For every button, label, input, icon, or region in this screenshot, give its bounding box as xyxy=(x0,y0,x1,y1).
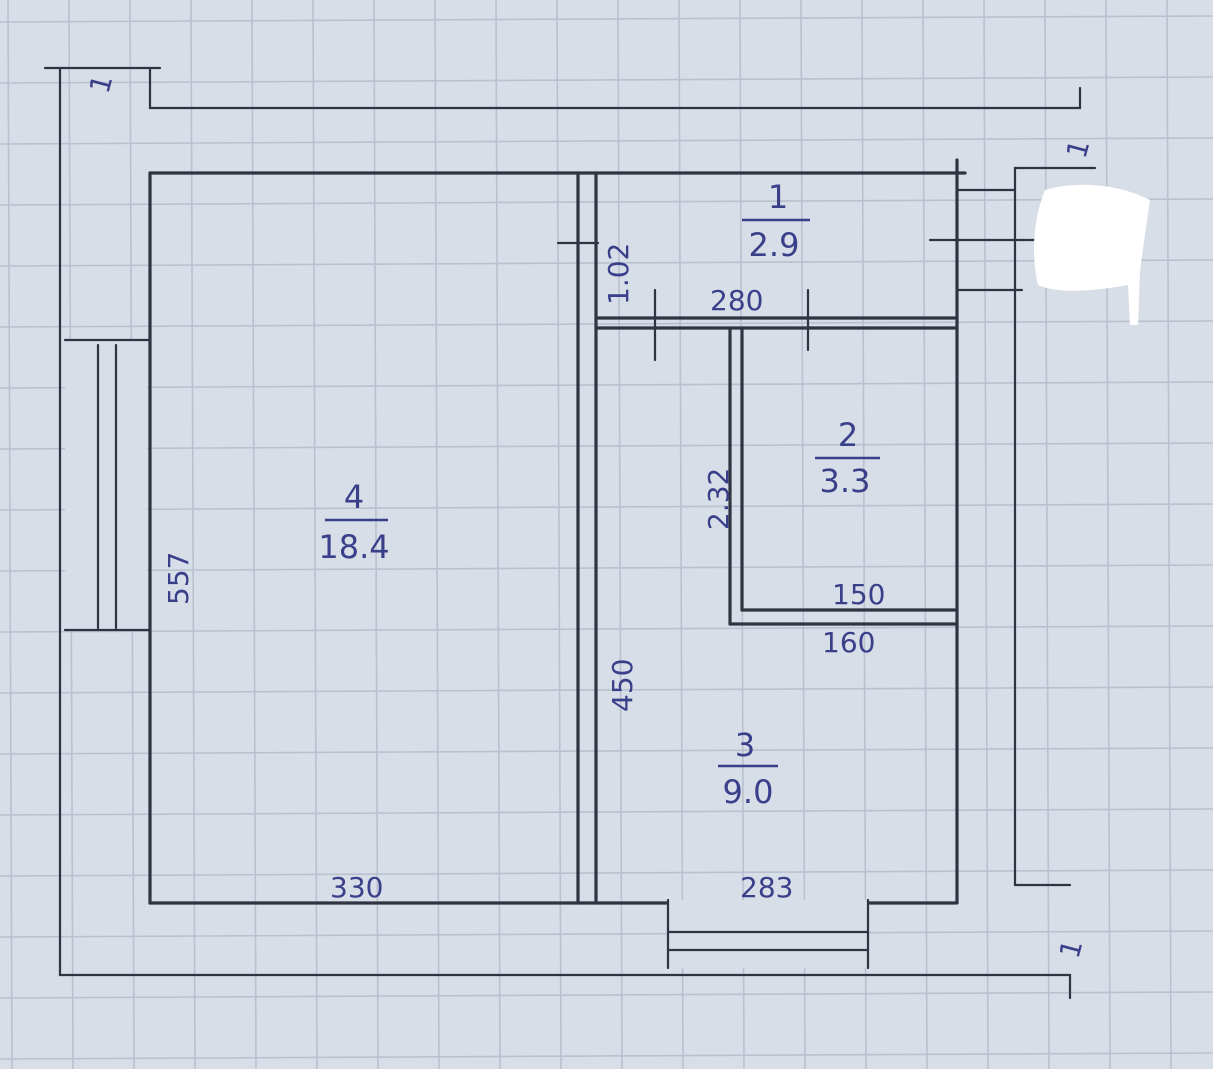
grid-line-horizontal xyxy=(0,869,1213,877)
room-2-number: 2 xyxy=(838,416,858,454)
grid-line-horizontal xyxy=(0,686,1213,694)
section-mark-left-top: 1 xyxy=(83,71,119,97)
grid-line-vertical xyxy=(617,0,623,1069)
grid-line-vertical xyxy=(495,0,501,1069)
left-window xyxy=(63,338,152,632)
grid-line-vertical xyxy=(1105,0,1111,1069)
grid-line-vertical xyxy=(251,0,257,1069)
grid-line-horizontal xyxy=(0,198,1213,206)
bottom-boundary-line xyxy=(58,66,1072,1000)
room-2-area: 3.3 xyxy=(820,462,871,500)
room-1-area: 2.9 xyxy=(749,226,800,264)
grid-line-horizontal xyxy=(0,564,1213,572)
grid-line-horizontal xyxy=(0,442,1213,450)
grid-line-vertical xyxy=(1044,0,1050,1069)
grid-line-horizontal xyxy=(0,1052,1213,1060)
dim-330: 330 xyxy=(330,871,383,904)
grid-line-vertical xyxy=(983,0,989,1069)
grid-line-horizontal xyxy=(0,930,1213,938)
right-boundary-line xyxy=(1013,166,1097,887)
room-1-label: 1 2.9 xyxy=(742,178,810,264)
grid-line-vertical xyxy=(312,0,318,1069)
room-1-number: 1 xyxy=(768,178,788,216)
dim-160: 160 xyxy=(822,626,875,659)
right-entrance-lines xyxy=(928,188,1042,292)
dim-2-32: 2.32 xyxy=(702,468,735,530)
grid-line-horizontal xyxy=(0,15,1213,23)
room-4-label: 4 18.4 xyxy=(318,478,389,566)
grid-line-vertical xyxy=(556,0,562,1069)
partitions xyxy=(576,171,959,905)
outer-boundary xyxy=(43,66,1097,1000)
dim-283: 283 xyxy=(740,871,793,904)
grid-line-horizontal xyxy=(0,808,1213,816)
dim-280: 280 xyxy=(710,284,763,317)
grid-line-vertical xyxy=(922,0,928,1069)
grid-line-horizontal xyxy=(0,503,1213,511)
room-3-area: 9.0 xyxy=(723,773,774,811)
dim-557: 557 xyxy=(162,552,195,605)
grid-line-horizontal xyxy=(0,320,1213,328)
dimension-ticks xyxy=(556,241,810,362)
grid-line-vertical xyxy=(190,0,196,1069)
grid-line-horizontal xyxy=(0,747,1213,755)
grid-line-vertical xyxy=(800,0,806,1069)
grid-line-horizontal xyxy=(0,76,1213,84)
grid-line-vertical xyxy=(434,0,440,1069)
dim-1-02: 1.02 xyxy=(602,243,635,305)
room-4-number: 4 xyxy=(344,478,364,516)
grid-line-vertical xyxy=(373,0,379,1069)
grid-line-horizontal xyxy=(0,991,1213,999)
room-2-label: 2 3.3 xyxy=(815,416,880,500)
top-boundary-line xyxy=(148,66,1082,110)
scribble-cover xyxy=(1034,184,1150,325)
section-mark-right-bottom: 1 xyxy=(1053,936,1089,962)
bottom-window xyxy=(666,898,870,970)
grid-line-horizontal xyxy=(0,137,1213,145)
room-4-area: 18.4 xyxy=(318,528,389,566)
grid-line-vertical xyxy=(7,0,13,1069)
grid-line-horizontal xyxy=(0,259,1213,267)
grid-line-horizontal xyxy=(0,625,1213,633)
grid-line-vertical xyxy=(861,0,867,1069)
dim-150: 150 xyxy=(832,578,885,611)
grid-line-horizontal xyxy=(0,381,1213,389)
section-mark-right-top: 1 xyxy=(1060,136,1096,162)
grid-line-vertical xyxy=(678,0,684,1069)
dim-450: 450 xyxy=(606,659,639,712)
grid-line-vertical xyxy=(1166,0,1172,1069)
room-3-number: 3 xyxy=(735,726,755,764)
room-3-label: 3 9.0 xyxy=(718,726,778,811)
